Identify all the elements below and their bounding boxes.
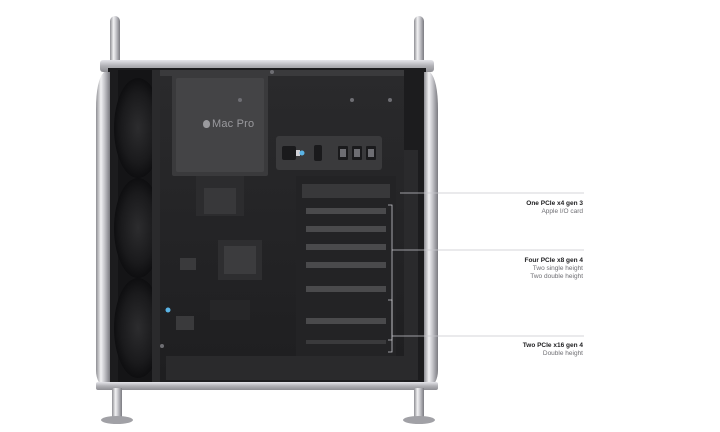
apple-logo-icon xyxy=(203,120,210,128)
callout-line: Two single height xyxy=(532,265,583,272)
foot-icon xyxy=(101,388,435,424)
callout-line: Two double height xyxy=(530,273,583,280)
callout-line: Apple I/O card xyxy=(541,208,583,215)
callout-title: Four PCIe x8 gen 4 xyxy=(524,257,583,264)
callout-pcie-x8: Four PCIe x8 gen 4 Two single height Two… xyxy=(524,257,583,281)
pcie-slot-icon xyxy=(296,176,396,356)
callout-leaders xyxy=(388,192,584,353)
handle-icon xyxy=(110,16,424,72)
port-icon xyxy=(276,136,382,170)
callout-pcie-x16: Two PCIe x16 gen 4 Double height xyxy=(523,342,583,358)
callout-title: One PCIe x4 gen 3 xyxy=(526,200,583,207)
fan-icon xyxy=(114,70,162,382)
mac-pro-badge: Mac Pro xyxy=(203,118,254,130)
callout-title: Two PCIe x16 gen 4 xyxy=(522,342,583,349)
callout-pcie-x4: One PCIe x4 gen 3 Apple I/O card xyxy=(526,200,583,216)
callout-line: Double height xyxy=(542,350,583,357)
badge-text: Mac Pro xyxy=(212,118,255,130)
